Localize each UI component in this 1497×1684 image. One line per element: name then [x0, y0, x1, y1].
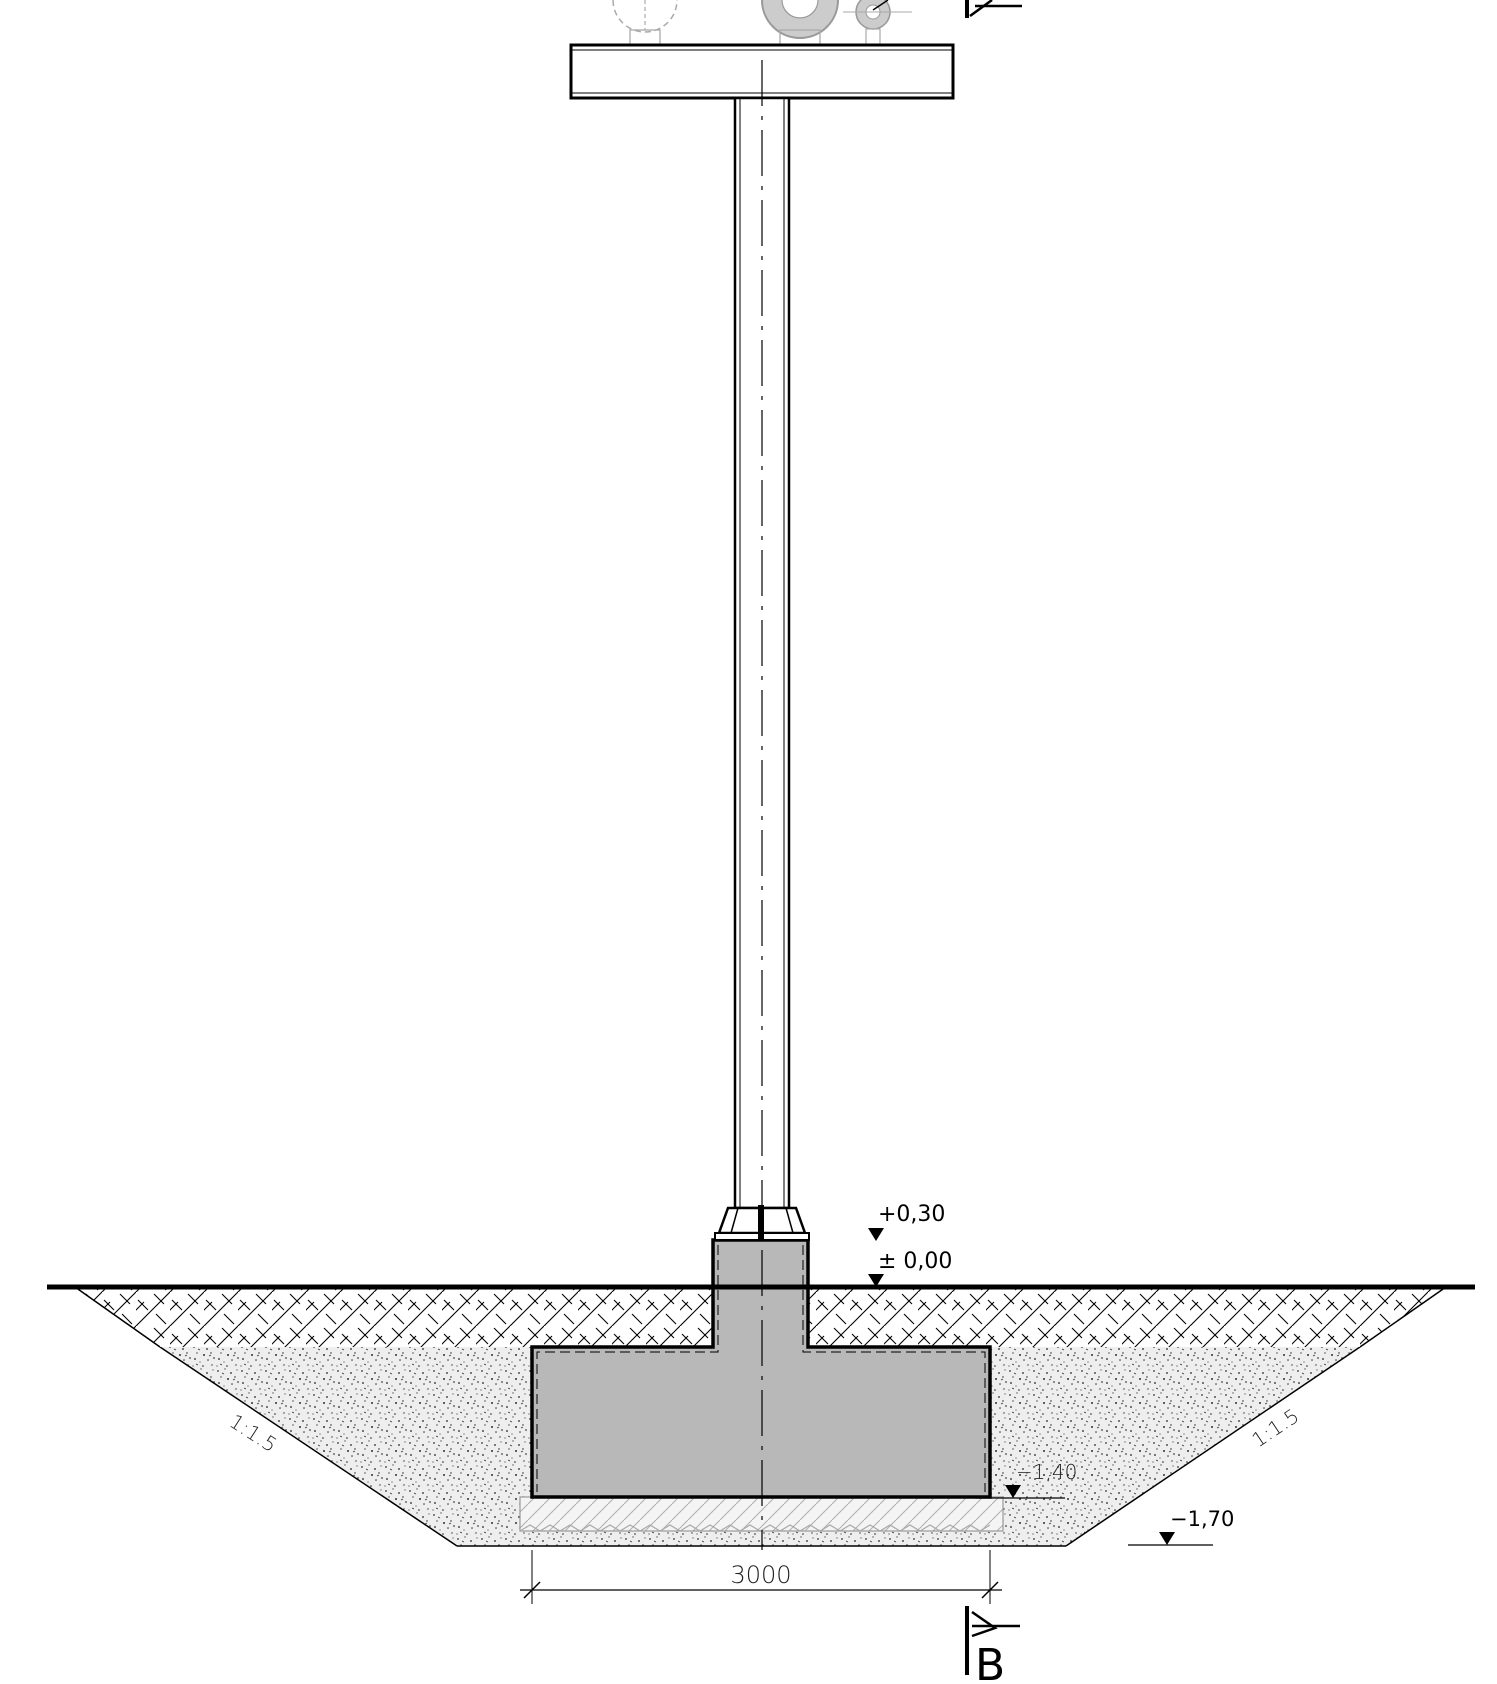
dimension-label: 3000: [730, 1561, 791, 1589]
pipe-elements-top: [612, 0, 912, 48]
level-marker-top-of-pedestal: +0,30: [868, 1202, 945, 1241]
level-label-top-of-pedestal: +0,30: [878, 1202, 945, 1227]
level-marker-ground: ± 0,00: [868, 1249, 952, 1287]
dimension-foundation-width: 3000: [520, 1550, 1002, 1604]
section-marker-letter: B: [975, 1640, 1005, 1684]
soil-backfill: [74, 1286, 1447, 1348]
section-marker-b: B: [965, 1606, 1020, 1684]
concrete-foundation: [530, 1238, 992, 1499]
level-marker-foundation-bottom: −1,40: [975, 1460, 1077, 1499]
level-label-foundation-bottom: −1,40: [1016, 1460, 1077, 1484]
section-arrow-top: [965, 0, 1022, 18]
level-label-ground: ± 0,00: [878, 1249, 952, 1274]
level-marker-excavation-bottom: −1,70: [1128, 1507, 1234, 1546]
level-label-excavation-bottom: −1,70: [1170, 1507, 1234, 1531]
